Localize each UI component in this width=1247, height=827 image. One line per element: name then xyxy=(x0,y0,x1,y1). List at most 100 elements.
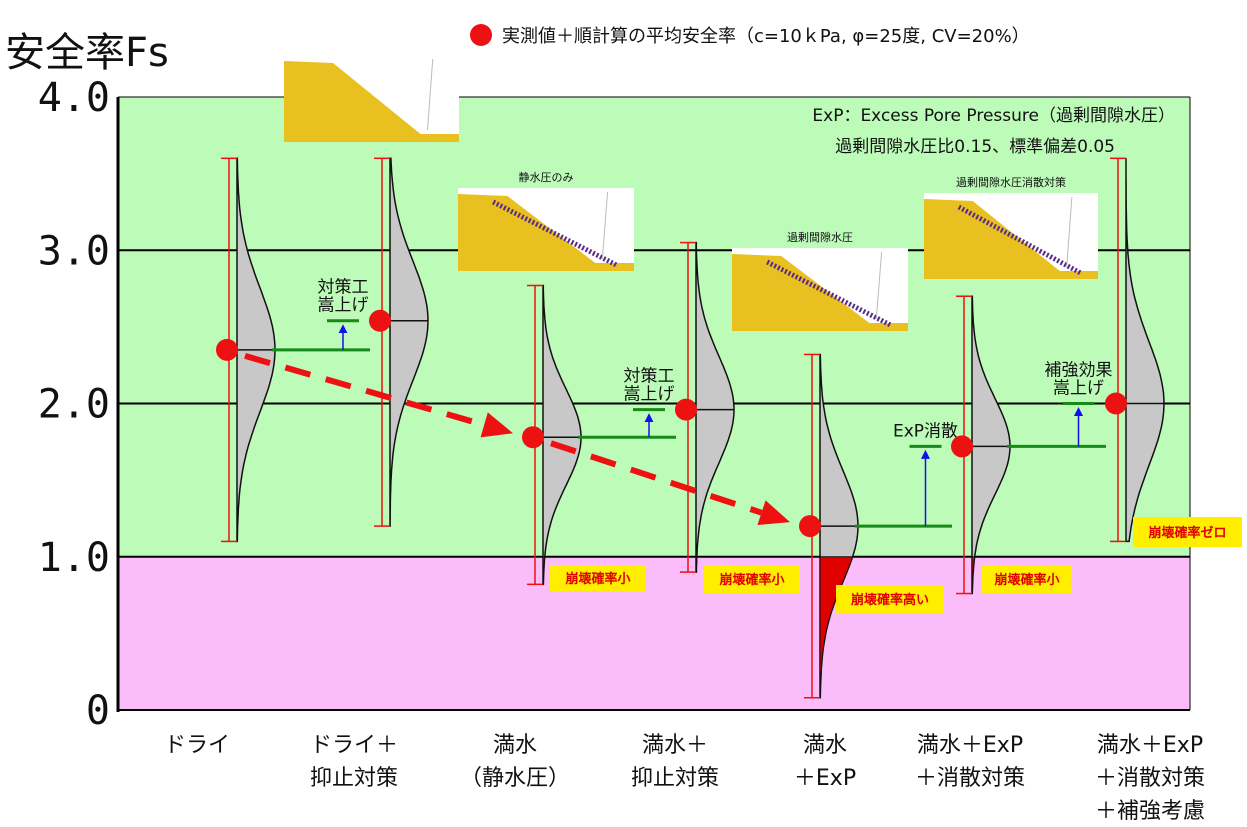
category-label-line: （静水圧） xyxy=(460,766,570,791)
legend-marker xyxy=(470,24,492,46)
mean-point xyxy=(675,398,697,421)
badge-text: 崩壊確率小 xyxy=(994,572,1059,588)
badge-text: 崩壊確率小 xyxy=(719,572,784,588)
slope-soil xyxy=(458,194,634,271)
failure-region xyxy=(971,556,976,595)
pdf-curve xyxy=(1125,158,1165,543)
slope-soil xyxy=(732,254,908,331)
category-label-line: ドライ＋ xyxy=(310,733,398,758)
category-label-line: ＋ExP xyxy=(794,766,856,791)
thumbnail-guide xyxy=(601,191,609,260)
improvement-label: ExP消散 xyxy=(893,421,958,441)
pdf-curve xyxy=(971,295,1011,595)
improvement-label: 嵩上げ xyxy=(1053,379,1104,399)
risk-badge: 崩壊確率小 xyxy=(704,565,800,593)
y-tick-label: 3.0 xyxy=(38,228,110,274)
trend-arrow-2-head xyxy=(757,500,790,526)
category-label-line: 満水＋ xyxy=(642,733,708,758)
improvement-3: ExP消散 xyxy=(855,421,958,528)
thumbnail-guide xyxy=(875,251,883,320)
category-label-2: ドライ＋ 抑止対策 xyxy=(310,733,398,791)
distribution-4 xyxy=(680,241,735,573)
category-label-6: 満水＋ExP ＋消散対策 xyxy=(915,733,1025,791)
category-label-line: 満水＋ExP xyxy=(917,733,1023,758)
mean-point xyxy=(522,426,544,449)
distribution-7 xyxy=(1110,157,1165,543)
distribution-2 xyxy=(374,157,429,527)
badge-background xyxy=(982,565,1072,593)
improvement-label: 対策工 xyxy=(624,367,675,387)
badge-text: 崩壊確率高い xyxy=(851,592,929,608)
improvement-label: 対策工 xyxy=(318,278,369,298)
improvement-label: 嵩上げ xyxy=(318,296,369,316)
category-label-line: 抑止対策 xyxy=(310,766,398,791)
note-line-2: 過剰間隙水圧比0.15、標準偏差0.05 xyxy=(835,137,1115,157)
category-label-line: 抑止対策 xyxy=(631,766,719,791)
category-labels: ドライ ドライ＋ 抑止対策 満水 （静水圧） 満水＋ 抑止対策 満水 ＋ExP 満水＋ExP ＋消散… xyxy=(164,733,1205,824)
mean-points xyxy=(216,309,1127,538)
category-label-line: ドライ xyxy=(164,733,230,758)
category-label-line: 満水 xyxy=(493,733,537,758)
trend xyxy=(244,352,790,526)
failure-region xyxy=(695,556,698,573)
category-label-4: 満水＋ 抑止対策 xyxy=(631,733,719,791)
category-label-1: ドライ xyxy=(164,733,230,758)
category-label-line: ＋消散対策 xyxy=(915,766,1025,791)
category-label-line: ＋補強考慮 xyxy=(1095,799,1205,824)
thumbnail-guide xyxy=(427,58,434,131)
y-axis-title: 安全率Fs xyxy=(5,30,169,76)
thumbnail-title: 過剰間隙水圧 xyxy=(787,230,853,244)
trend-arrow-2-shaft xyxy=(550,440,763,516)
risk-badge: 崩壊確率小 xyxy=(982,565,1072,593)
slip-surface xyxy=(766,259,892,328)
zone-safe xyxy=(118,97,1190,557)
y-tick-label: 4.0 xyxy=(38,75,110,121)
badge-text: 崩壊確率ゼロ xyxy=(1148,525,1226,541)
category-label-7: 満水＋ExP ＋消散対策 ＋補強考慮 xyxy=(1095,733,1205,824)
trend-arrows xyxy=(244,352,790,526)
y-axis: 0 1.0 2.0 3.0 4.0 xyxy=(38,75,1190,734)
category-label-line: 満水＋ExP xyxy=(1097,733,1203,758)
slope-soil xyxy=(924,199,1098,279)
thumbnail-title: 静水圧のみ xyxy=(519,170,574,184)
category-label-5: 満水 ＋ExP xyxy=(794,733,856,791)
mean-point xyxy=(951,435,973,458)
pdf-curve xyxy=(695,241,735,573)
category-label-line: ＋消散対策 xyxy=(1095,766,1205,791)
y-tick-label: 2.0 xyxy=(38,382,110,428)
badge-background xyxy=(836,585,944,613)
mean-point xyxy=(216,338,238,361)
slope-thumbnail: 過剰間隙水圧 xyxy=(732,230,908,331)
slope-soil xyxy=(284,61,459,142)
slope-thumbnail xyxy=(284,55,459,142)
legend: 実測値＋順計算の平均安全率（c=10ｋPa, φ=25度, CV=20%） xyxy=(470,24,1030,47)
pdf-curve xyxy=(542,284,582,586)
pdf-curve xyxy=(389,157,429,527)
mean-point xyxy=(1105,392,1127,415)
badge-background xyxy=(550,565,646,591)
category-label-line: 満水 xyxy=(803,733,847,758)
slip-surface xyxy=(957,204,1082,276)
failure-region xyxy=(542,556,546,585)
mean-point xyxy=(799,515,821,538)
note-line-1: ExP：Excess Pore Pressure（過剰間隙水圧） xyxy=(812,106,1175,126)
slip-surface xyxy=(492,199,618,268)
y-tick-label: 0 xyxy=(86,688,110,734)
improvement-label: 嵩上げ xyxy=(624,385,675,405)
slope-thumbnail: 過剰間隙水圧消散対策 xyxy=(924,175,1098,279)
category-label-3: 満水 （静水圧） xyxy=(460,733,570,791)
failure-region xyxy=(819,556,854,699)
distributions xyxy=(221,157,1165,699)
badge-background xyxy=(704,565,800,593)
risk-badge: 崩壊確率ゼロ xyxy=(1133,517,1242,547)
slope-thumbnail: 静水圧のみ xyxy=(458,170,634,271)
risk-badge: 崩壊確率小 xyxy=(550,565,646,591)
note: ExP：Excess Pore Pressure（過剰間隙水圧） 過剰間隙水圧比… xyxy=(812,106,1175,157)
y-tick-label: 1.0 xyxy=(38,535,110,581)
